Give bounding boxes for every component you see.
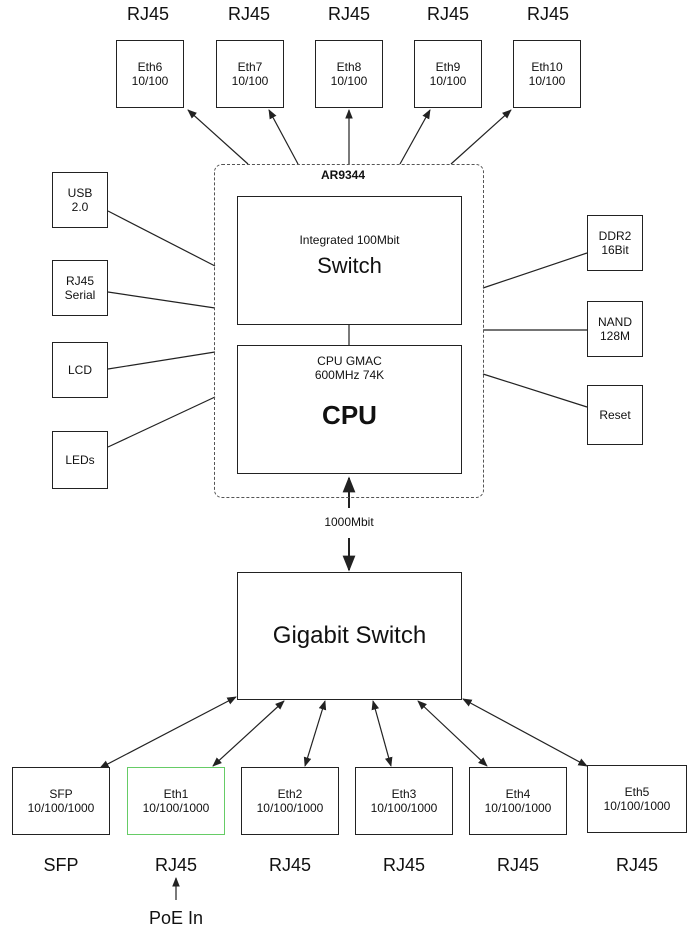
port-name: Eth7: [237, 60, 263, 74]
link-eth1: [212, 700, 285, 767]
port-speed: 10/100/1000: [370, 801, 438, 815]
port-eth5: Eth5 10/100/1000: [587, 765, 687, 833]
port-eth8: Eth8 10/100: [315, 40, 383, 108]
port-name: Eth10: [531, 60, 563, 74]
uplink-speed-label: 1000Mbit: [309, 515, 389, 529]
port-name: Eth3: [391, 787, 417, 801]
serial-box: RJ45 Serial: [52, 260, 108, 316]
link-ddr2: [482, 252, 588, 289]
port-eth1: Eth1 10/100/1000: [127, 767, 225, 835]
gigabit-switch-block: Gigabit Switch: [237, 572, 462, 700]
port-eth7: Eth7 10/100: [216, 40, 284, 108]
port-eth9: Eth9 10/100: [414, 40, 482, 108]
switch-caption: Integrated 100Mbit: [299, 233, 400, 247]
connector-label-eth5: RJ45: [615, 855, 659, 875]
soc-boundary: [214, 164, 484, 498]
port-speed: 10/100: [429, 74, 467, 88]
port-name: Eth8: [336, 60, 362, 74]
link-reset: [482, 373, 588, 408]
port-eth6: Eth6 10/100: [116, 40, 184, 108]
link-sfp: [99, 696, 237, 769]
connector-label-eth8: RJ45: [327, 4, 371, 24]
cpu-title: CPU: [322, 400, 377, 430]
port-speed: 10/100/1000: [603, 799, 671, 813]
port-eth10: Eth10 10/100: [513, 40, 581, 108]
port-name: Eth1: [163, 787, 189, 801]
link-eth10: [450, 109, 512, 165]
port-eth3: Eth3 10/100/1000: [355, 767, 453, 835]
peripheral-line1: LCD: [67, 363, 92, 377]
lcd-box: LCD: [52, 342, 108, 398]
port-speed: 10/100: [330, 74, 368, 88]
port-speed: 10/100/1000: [256, 801, 324, 815]
connector-label-eth2: RJ45: [268, 855, 312, 875]
connector-label-eth6: RJ45: [126, 4, 170, 24]
port-name: Eth2: [277, 787, 303, 801]
link-eth4: [417, 700, 488, 767]
link-eth5: [462, 698, 588, 767]
port-speed: 10/100/1000: [484, 801, 552, 815]
port-speed: 10/100: [528, 74, 566, 88]
link-lcd: [107, 351, 216, 370]
port-sfp: SFP 10/100/1000: [12, 767, 110, 835]
cpu-freq-label: 600MHz 74K: [314, 368, 385, 382]
peripheral-line1: DDR2: [598, 229, 632, 243]
connector-label-eth7: RJ45: [227, 4, 271, 24]
port-speed: 10/100/1000: [142, 801, 210, 815]
peripheral-line1: LEDs: [65, 453, 95, 467]
connector-label-eth10: RJ45: [526, 4, 570, 24]
port-name: Eth5: [624, 785, 650, 799]
switch-title: Switch: [317, 253, 382, 278]
port-speed: 10/100: [131, 74, 169, 88]
peripheral-line2: Serial: [64, 288, 96, 302]
connector-label-eth9: RJ45: [426, 4, 470, 24]
port-eth2: Eth2 10/100/1000: [241, 767, 339, 835]
link-usb: [107, 210, 216, 267]
integrated-switch-block: Integrated 100Mbit Switch: [237, 196, 462, 325]
link-eth7: [268, 109, 299, 165]
peripheral-line1: USB: [67, 186, 93, 200]
poe-in-label: PoE In: [148, 908, 204, 928]
port-speed: 10/100: [231, 74, 269, 88]
port-name: Eth4: [505, 787, 531, 801]
ddr2-box: DDR2 16Bit: [587, 215, 643, 271]
port-speed: 10/100/1000: [27, 801, 95, 815]
cpu-gmac-label: CPU GMAC: [317, 354, 382, 368]
link-eth9: [399, 109, 431, 165]
connector-label-eth3: RJ45: [382, 855, 426, 875]
usb-box: USB 2.0: [52, 172, 108, 228]
connector-label-eth4: RJ45: [496, 855, 540, 875]
cpu-block: CPU GMAC 600MHz 74K CPU: [237, 345, 462, 474]
peripheral-line1: RJ45: [65, 274, 94, 288]
link-eth6: [187, 109, 249, 165]
port-name: Eth6: [137, 60, 163, 74]
soc-name: AR9344: [321, 168, 366, 182]
link-serial: [107, 291, 216, 309]
peripheral-line1: NAND: [597, 315, 632, 329]
gigabit-switch-title: Gigabit Switch: [272, 622, 427, 649]
port-eth4: Eth4 10/100/1000: [469, 767, 567, 835]
link-eth3: [371, 700, 393, 767]
peripheral-line2: 128M: [599, 329, 631, 343]
connector-label-eth1: RJ45: [154, 855, 198, 875]
peripheral-line1: Reset: [599, 408, 631, 422]
link-eth2: [303, 700, 327, 767]
port-name: Eth9: [435, 60, 461, 74]
port-name: SFP: [49, 787, 73, 801]
link-leds: [107, 396, 216, 448]
connector-label-sfp: SFP: [43, 855, 79, 875]
reset-box: Reset: [587, 385, 643, 445]
peripheral-line2: 2.0: [71, 200, 89, 214]
leds-box: LEDs: [52, 431, 108, 489]
nand-box: NAND 128M: [587, 301, 643, 357]
peripheral-line2: 16Bit: [601, 243, 629, 257]
